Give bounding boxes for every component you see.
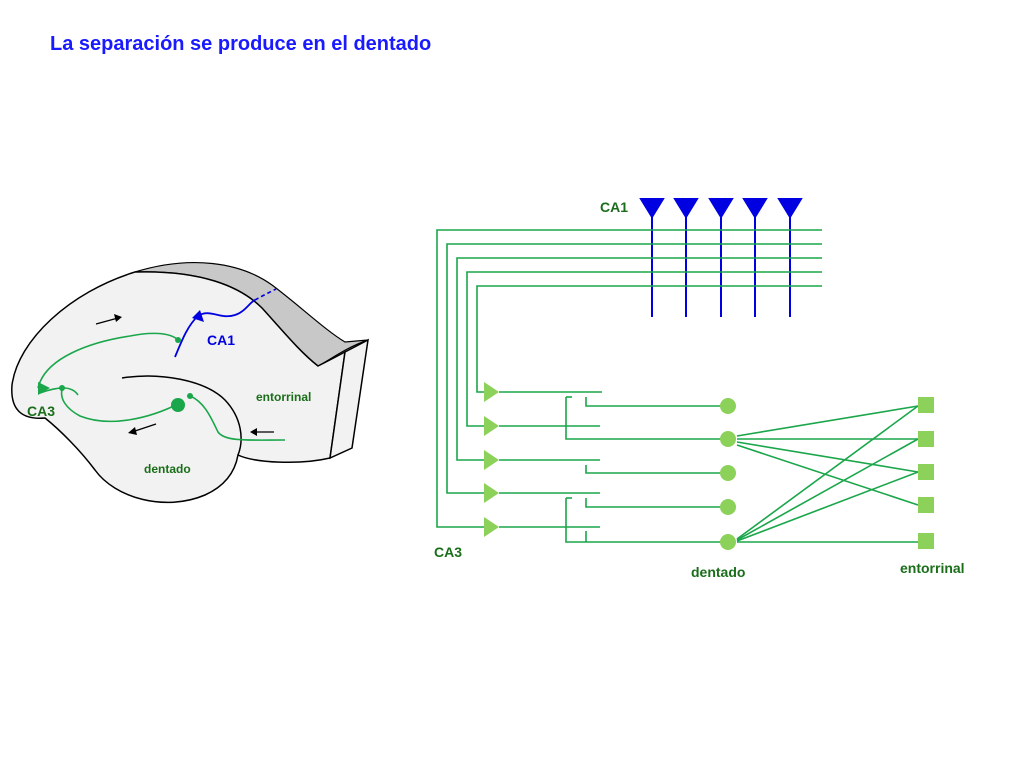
ca3-neuron-icon bbox=[484, 416, 499, 436]
perforant-connections bbox=[736, 405, 919, 543]
label-dentado-left: dentado bbox=[144, 462, 191, 476]
ca3-neuron-icon bbox=[484, 382, 499, 402]
dentate-contour bbox=[121, 375, 242, 456]
entorhinal-cell-icon bbox=[918, 464, 934, 480]
arrow-right-icon bbox=[95, 314, 122, 325]
ca1-path bbox=[174, 299, 256, 358]
ca3-neuron-icon bbox=[484, 450, 499, 470]
ca3-dendrites bbox=[499, 391, 602, 528]
synapse-dot bbox=[187, 393, 193, 399]
schaffer-collateral-path bbox=[37, 332, 179, 389]
entorhinal-cell-icon bbox=[918, 397, 934, 413]
label-ca1-left: CA1 bbox=[207, 332, 235, 348]
dentate-cell-icon bbox=[720, 534, 736, 550]
ca1-cell-icon bbox=[192, 310, 204, 322]
perforant-path bbox=[189, 395, 286, 441]
ca1-neurons bbox=[639, 198, 803, 317]
mossy-fiber-path bbox=[60, 389, 179, 423]
entorhinal-cell-icon bbox=[918, 497, 934, 513]
brain-outline bbox=[11, 271, 346, 504]
label-ca1-right: CA1 bbox=[600, 199, 628, 215]
label-ca3-left: CA3 bbox=[27, 403, 55, 419]
dentate-cell-icon bbox=[171, 398, 185, 412]
ca3-neuron-icon bbox=[484, 483, 499, 503]
label-ca3-right: CA3 bbox=[434, 544, 462, 560]
hippocampus-schematic: CA1 CA3 entorrinal dentado bbox=[11, 261, 369, 504]
entorhinal-cell-icon bbox=[918, 431, 934, 447]
slide-title: La separación se produce en el dentado bbox=[50, 33, 432, 55]
brain-side-face bbox=[329, 338, 369, 460]
dentate-cell-icon bbox=[720, 431, 736, 447]
entorhinal-cell-icon bbox=[918, 533, 934, 549]
synapse-dot bbox=[175, 337, 181, 343]
arrow-left-icon bbox=[250, 428, 274, 436]
dentate-cell-icon bbox=[720, 499, 736, 515]
ca3-neurons bbox=[484, 382, 499, 537]
label-dentado-right: dentado bbox=[691, 564, 745, 580]
arrow-left-icon bbox=[128, 423, 157, 435]
circuit-diagram: CA1 CA3 dentado entorrinal bbox=[434, 198, 965, 580]
schaffer-collaterals bbox=[436, 229, 822, 528]
ca1-path-dashed bbox=[254, 288, 277, 301]
entorhinal-cells bbox=[918, 397, 934, 549]
ca3-neuron-icon bbox=[484, 517, 499, 537]
label-entorrinal-right: entorrinal bbox=[900, 560, 965, 576]
dentate-cell-icon bbox=[720, 398, 736, 414]
dentate-cell-icon bbox=[720, 465, 736, 481]
label-entorrinal-left: entorrinal bbox=[256, 390, 311, 404]
mossy-fibers bbox=[565, 396, 728, 543]
synapse-dot bbox=[59, 385, 65, 391]
dentate-cells bbox=[720, 398, 736, 550]
ca3-cell-icon bbox=[38, 382, 50, 395]
